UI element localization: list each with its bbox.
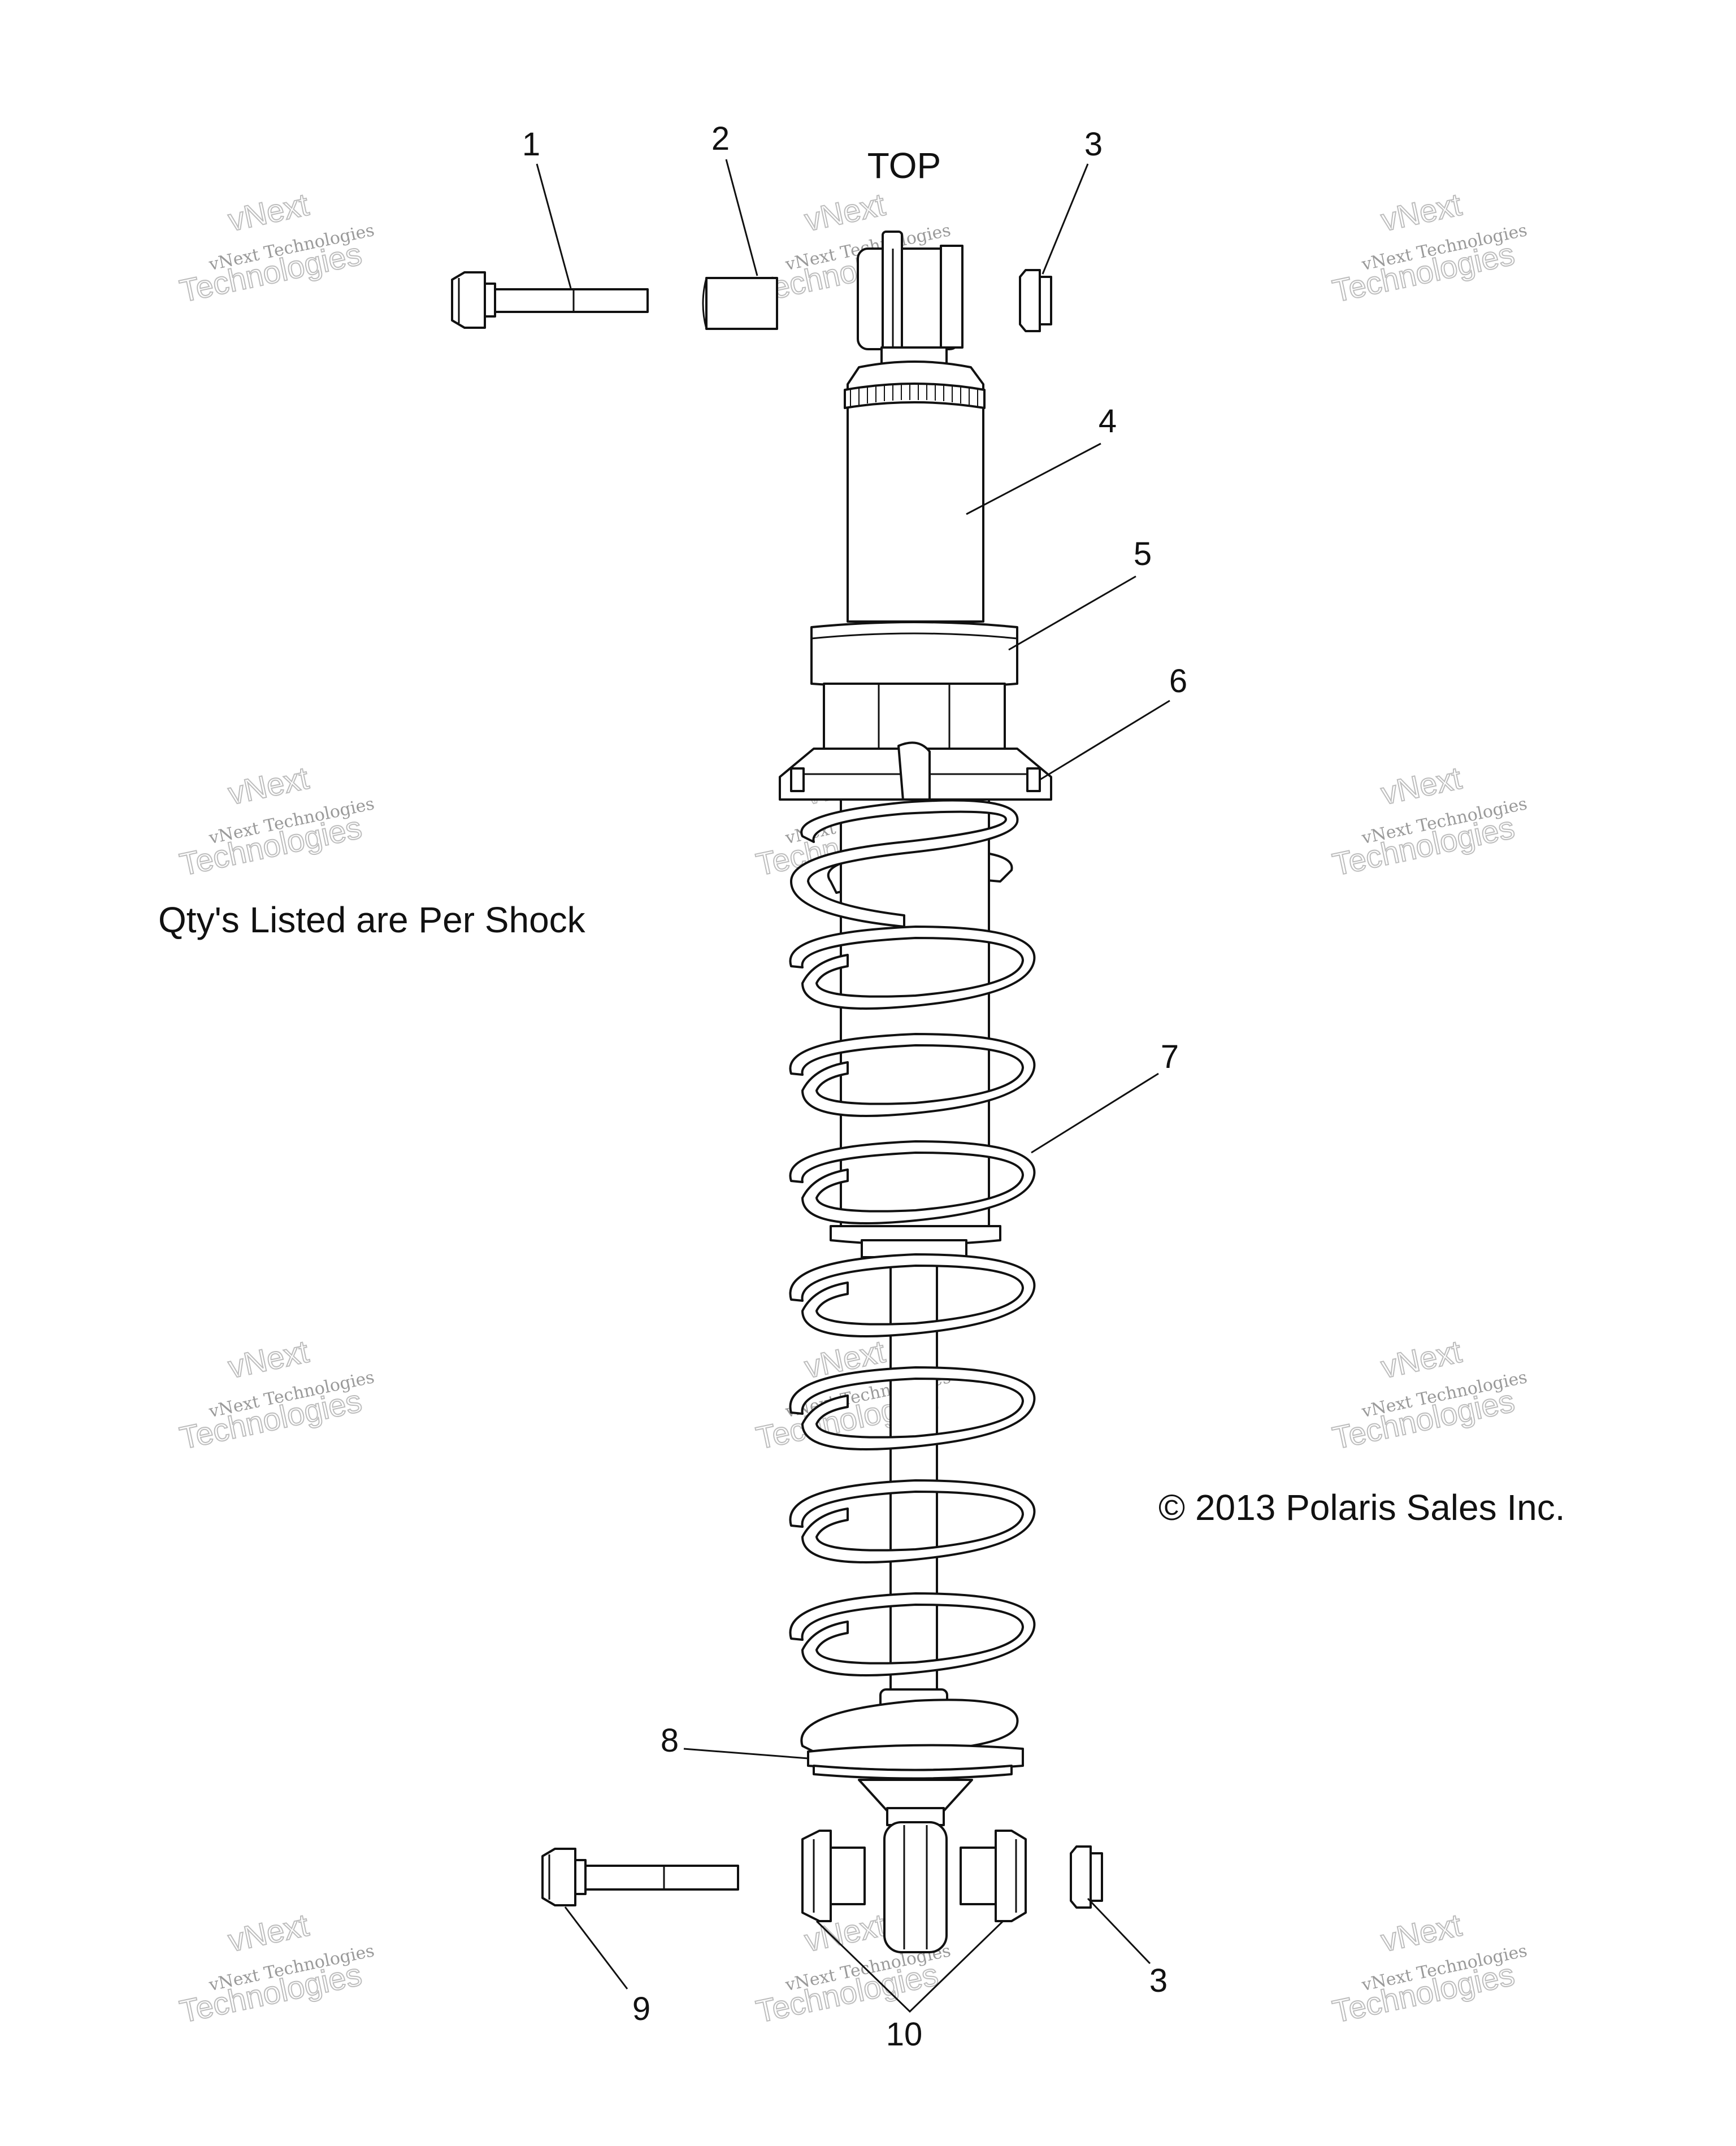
callout-5: 5: [1134, 536, 1152, 572]
part-3-top-nut: [1019, 269, 1052, 332]
part-10-bushing-left: [801, 1830, 866, 1922]
orientation-label: TOP: [867, 145, 941, 186]
lower-body-tube: [830, 798, 1001, 1258]
watermark: vNext Technologies vNext Technologies: [176, 1906, 376, 2030]
callout-7: 7: [1161, 1039, 1179, 1075]
lower-eyelet: [883, 1807, 948, 1953]
svg-text:vNext: vNext: [225, 186, 312, 238]
part-1-top-bolt: [451, 271, 649, 329]
top-eyelet: [857, 231, 964, 366]
callout-1: 1: [522, 126, 540, 163]
callout-4: 4: [1099, 403, 1117, 440]
watermark: vNext Technologies vNext Technologies: [1329, 1906, 1529, 2030]
callout-2: 2: [711, 120, 730, 157]
svg-text:vNext: vNext: [801, 186, 888, 238]
part-5-collar: [810, 621, 1018, 689]
callout-3-top: 3: [1084, 126, 1103, 163]
part-10-bushing-right: [960, 1830, 1027, 1922]
watermark: vNext Technologies vNext Technologies: [176, 186, 376, 310]
part-3-lower-nut: [1070, 1845, 1103, 1909]
svg-text:vNext: vNext: [1378, 760, 1465, 811]
leader-lines: [536, 159, 1170, 2013]
svg-text:vNext: vNext: [1378, 1907, 1465, 1958]
watermark: vNext Technologies vNext Technologies: [1329, 186, 1529, 310]
copyright-notice: © 2013 Polaris Sales Inc.: [1158, 1487, 1565, 1528]
svg-text:vNext: vNext: [225, 1333, 312, 1385]
watermark: vNext Technologies vNext Technologies: [1329, 759, 1529, 883]
svg-text:vNext: vNext: [225, 1907, 312, 1958]
part-7-coil-spring: [789, 799, 1036, 1756]
callout-8: 8: [661, 1722, 679, 1759]
watermark: vNext Technologies vNext Technologies: [1329, 1333, 1529, 1457]
svg-text:vNext: vNext: [1378, 1333, 1465, 1385]
quantity-note: Qty's Listed are Per Shock: [158, 900, 586, 940]
callout-labels: 1 2 3 4 5 6 7 8 9 3 10: [522, 120, 1187, 2053]
part-9-lower-bolt: [541, 1848, 739, 1906]
callout-9: 9: [632, 1991, 650, 2027]
svg-text:vNext: vNext: [1378, 186, 1465, 238]
knurl-pattern: [850, 383, 978, 407]
callout-3-bottom: 3: [1149, 1962, 1168, 1999]
svg-text:vNext: vNext: [225, 760, 312, 811]
part-4-shock-body: [844, 360, 986, 623]
callout-10: 10: [886, 2016, 923, 2053]
watermark: vNext Technologies vNext Technologies: [176, 1333, 376, 1457]
part-2-spacer-sleeve: [702, 277, 778, 330]
callout-6: 6: [1169, 663, 1187, 700]
watermark: vNext Technologies vNext Technologies: [176, 759, 376, 883]
part-8-lower-spring-seat: [807, 1744, 1024, 1812]
